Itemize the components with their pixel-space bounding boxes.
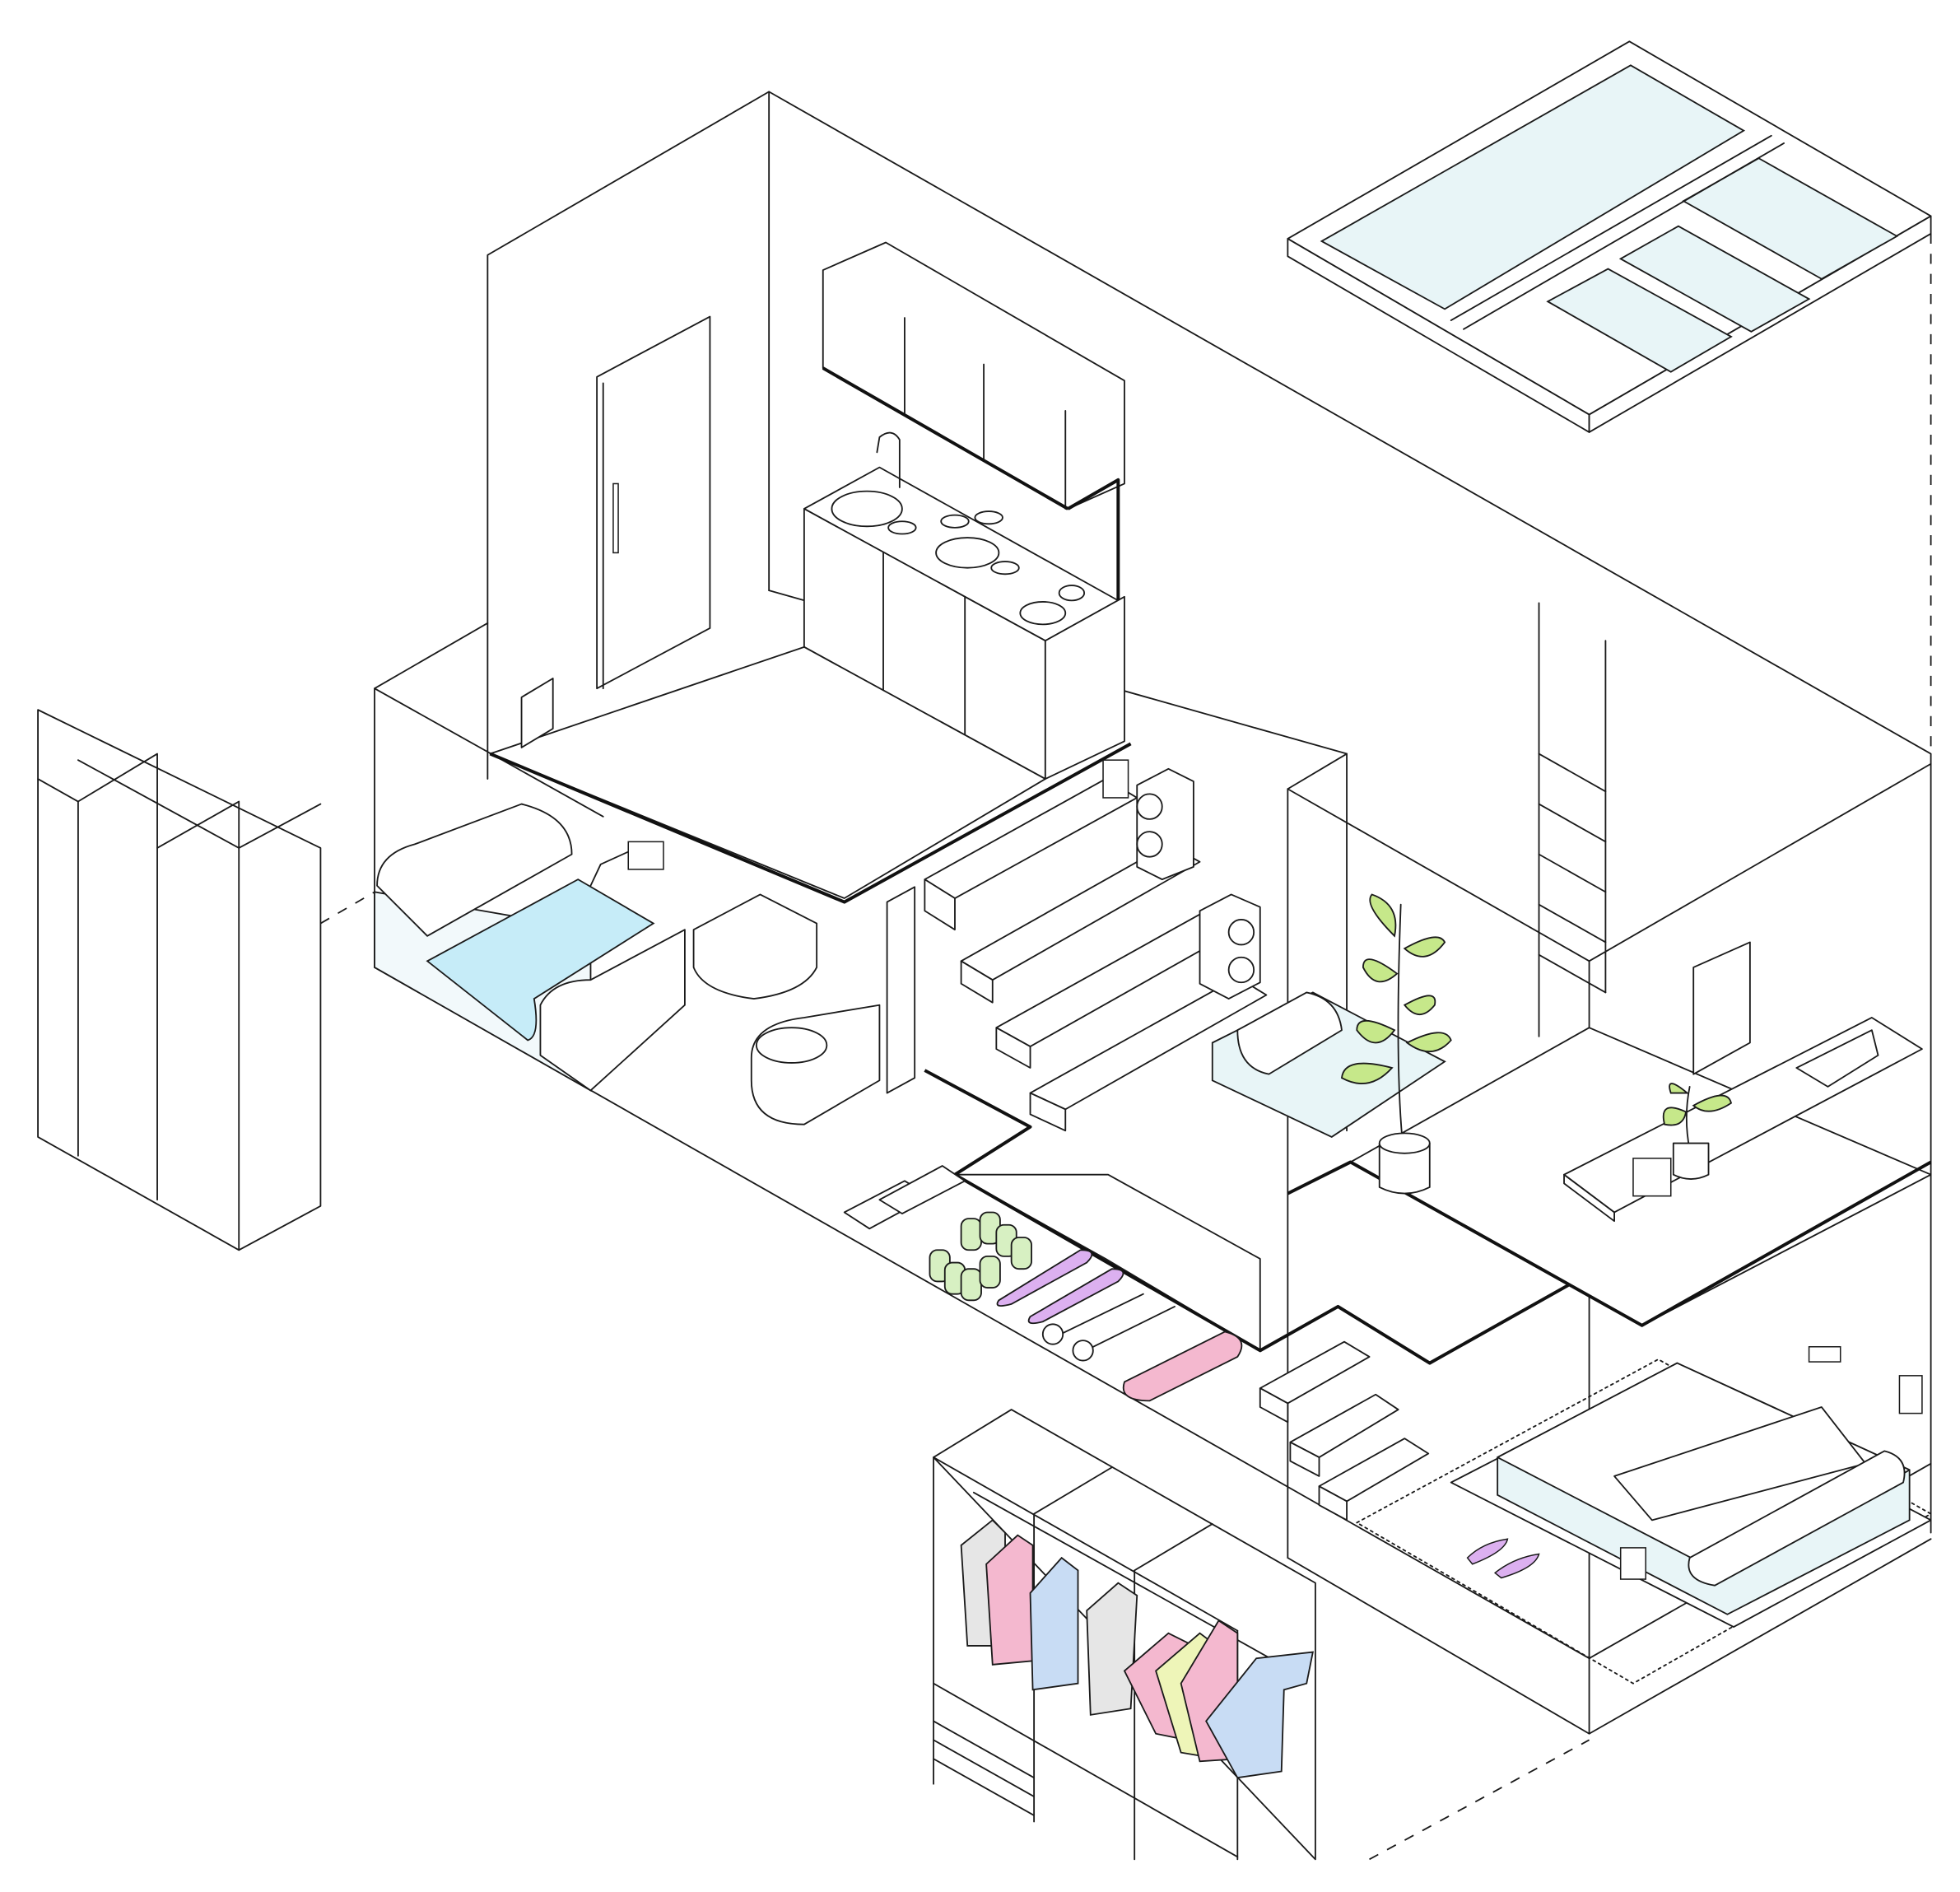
basin (692, 893, 818, 1000)
storage-items (843, 1165, 1243, 1402)
sink (831, 490, 903, 528)
sofa (1211, 991, 1446, 1138)
mezzanine-slab (489, 645, 1132, 904)
wardrobe (37, 709, 322, 1251)
stairs-upper (924, 759, 1268, 1132)
skylight (1287, 40, 1932, 433)
ladder (1538, 602, 1607, 1037)
door (596, 315, 711, 690)
tall-plant (1340, 893, 1452, 1195)
bathroom (374, 678, 916, 1125)
toilet (750, 1004, 881, 1125)
desk (1563, 941, 1923, 1223)
stairs-lower (1259, 1340, 1430, 1522)
bedroom (1356, 1345, 1932, 1685)
closet (933, 1409, 1316, 1861)
kitchen (803, 241, 1125, 780)
